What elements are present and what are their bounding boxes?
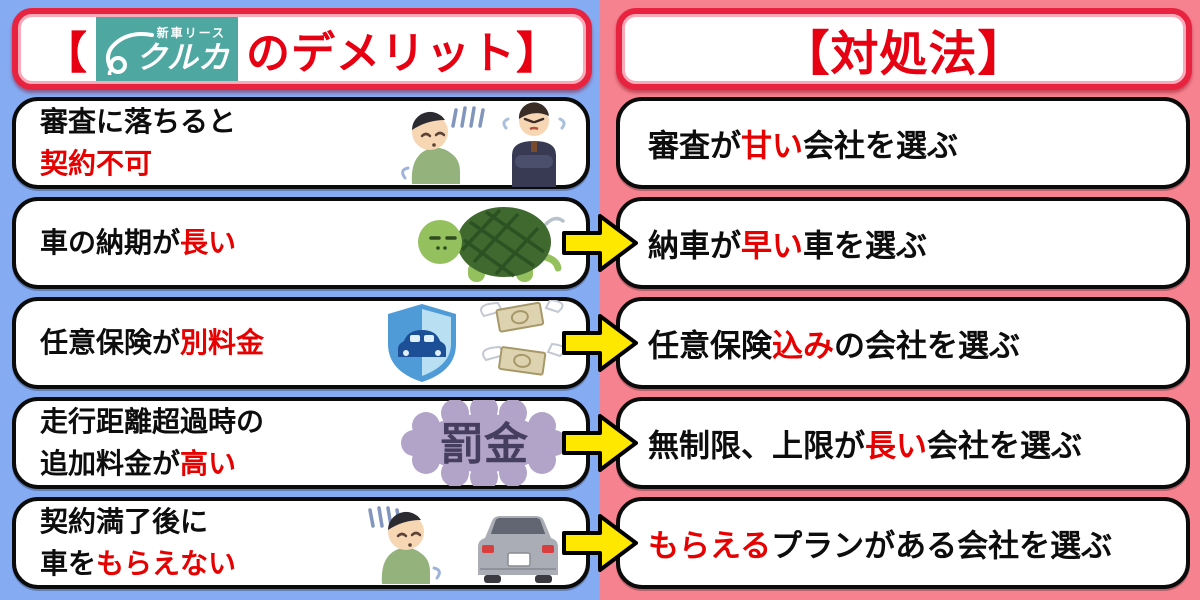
solution-text-2: 納車が早い車を選ぶ [648,221,927,266]
demerit-box-3: 任意保険が別料金 [12,297,590,389]
demerit-text-2: 車の納期が長い [40,222,236,264]
solution-text-3: 任意保険込みの会社を選ぶ [648,321,1020,366]
solution-2-pre: 納車が [648,228,741,264]
rejected-by-boss-illustration [396,99,568,187]
solution-text-1: 審査が甘い会社を選ぶ [648,121,958,166]
solution-box-2: 納車が早い車を選ぶ [616,197,1190,289]
demerit-3-emphasis: 別料金 [180,327,265,358]
solution-4-emphasis: 長い [865,428,927,464]
solutions-header: 【対処法】 [616,8,1192,90]
penalty-label: 罰金 [440,420,529,469]
solution-text-5: もらえるプランがある会社を選ぶ [648,521,1112,566]
demerit-box-4: 走行距離超過時の 追加料金が高い 罰金 [12,397,590,489]
demerit-text-5: 契約満了後に 車をもらえない [40,501,236,585]
solution-1-pre: 審査が [648,128,741,164]
solution-5-emphasis: もらえる [648,528,772,564]
insurance-money-illustration [384,300,568,386]
demerit-5-pre: 車を [40,548,97,579]
solution-4-post: 会社を選ぶ [927,428,1082,464]
solution-text-4: 無制限、上限が長い会社を選ぶ [648,421,1082,466]
demerit-box-1: 審査に落ちると 契約不可 [12,97,590,189]
header-bracket-open: 【 [43,29,88,78]
no-car-illustration [364,502,568,584]
solution-2-post: 車を選ぶ [803,228,927,264]
angry-boss-icon [502,102,566,187]
solution-box-1: 審査が甘い会社を選ぶ [616,97,1190,189]
solution-3-post: の会社を選ぶ [834,328,1020,364]
demerit-text-4: 走行距離超過時の 追加料金が高い [40,401,264,485]
logo-tagline: 新車リース [156,26,226,40]
sad-man-icon [401,106,485,184]
arrow-row-2-icon [562,214,638,272]
kuruka-logo: 新車リース クルカ [96,17,238,81]
demerit-5-emphasis: もらえない [96,548,237,579]
demerit-4-line1: 走行距離超過時の [40,406,265,437]
demerit-2-pre: 車の納期が [40,227,181,258]
demerit-box-5: 契約満了後に 車をもらえない [12,497,590,589]
demerit-1-emphasis: 契約不可 [40,148,153,179]
solution-1-post: 会社を選ぶ [803,128,958,164]
demerits-header: 【 新車リース クルカ のデメリット】 [12,8,592,90]
solution-4-pre: 無制限、上限が [648,428,865,464]
logo-name: クルカ [135,40,230,75]
solution-3-pre: 任意保険 [648,328,772,364]
demerit-3-pre: 任意保険が [40,327,181,358]
solution-5-post: プランがある会社を選ぶ [771,528,1113,564]
demerit-text-3: 任意保険が別料金 [40,322,264,364]
slow-turtle-illustration [412,200,568,286]
demerit-2-emphasis: 長い [180,227,237,258]
solution-3-emphasis: 込み [772,328,834,364]
demerit-4-emphasis: 高い [180,448,237,479]
arrow-row-4-icon [562,414,638,472]
arrow-row-5-icon [562,514,638,572]
demerit-box-2: 車の納期が長い [12,197,590,289]
logo-car-icon [106,32,154,75]
solution-box-4: 無制限、上限が長い会社を選ぶ [616,397,1190,489]
demerit-text-1: 審査に落ちると 契約不可 [40,101,236,185]
car-insurance-shield-icon [388,304,456,382]
arrow-row-3-icon [562,314,638,372]
demerit-5-line1: 契約満了後に [40,506,209,537]
flying-money-icon [480,300,566,376]
solution-box-5: もらえるプランがある会社を選ぶ [616,497,1190,589]
departing-car-icon [478,516,558,583]
penalty-illustration: 罰金 [400,400,568,486]
solution-box-3: 任意保険込みの会社を選ぶ [616,297,1190,389]
demerit-4-pre: 追加料金が [40,448,181,479]
demerit-1-line1: 審査に落ちると [40,106,237,137]
demerits-header-title: のデメリット】 [246,29,561,78]
solution-1-emphasis: 甘い [741,128,803,164]
solutions-header-title: 【対処法】 [781,28,1027,81]
sad-man-icon [368,506,441,584]
solution-2-emphasis: 早い [741,228,803,264]
penalty-fee-icon: 罰金 [401,400,567,486]
slow-turtle-icon [418,207,565,282]
